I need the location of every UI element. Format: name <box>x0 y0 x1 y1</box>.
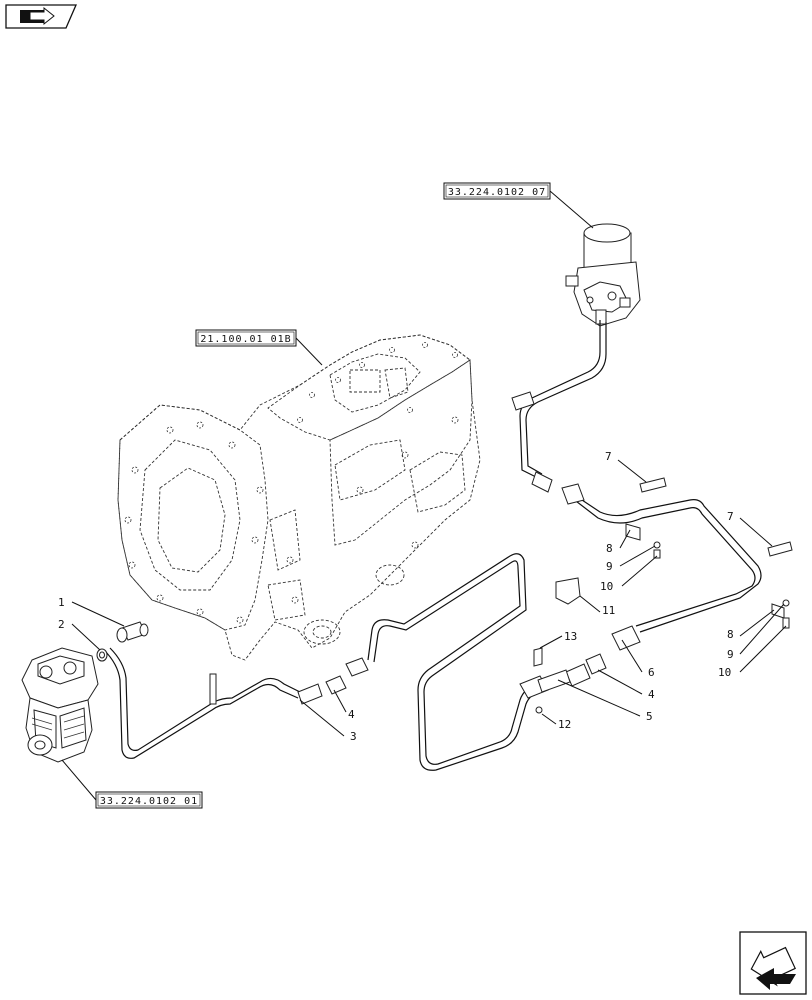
book-arrow-icon[interactable] <box>5 4 77 29</box>
callout-4a: 4 <box>348 708 355 721</box>
callout-9a: 9 <box>606 560 613 573</box>
callouts: 1 2 3 4 4 5 6 7 7 8 8 9 9 10 10 11 12 <box>58 450 787 743</box>
ref-label-housing: 21.100.01 01B <box>200 334 291 345</box>
ref-box-housing[interactable]: 21.100.01 01B <box>195 329 297 347</box>
callout-4b: 4 <box>648 688 655 701</box>
callout-1: 1 <box>58 596 65 609</box>
ref-label-compressor: 33.224.0102 01 <box>100 796 198 807</box>
air-line-compressor <box>103 647 301 759</box>
callout-7a: 7 <box>605 450 612 463</box>
callout-13: 13 <box>564 630 577 643</box>
callout-12: 12 <box>558 718 571 731</box>
ref-box-dryer[interactable]: 33.224.0102 07 <box>443 182 551 200</box>
callout-7b: 7 <box>727 510 734 523</box>
callout-10a: 10 <box>600 580 613 593</box>
fittings <box>96 477 793 714</box>
callout-2: 2 <box>58 618 65 631</box>
air-compressor <box>21 647 99 763</box>
air-line-dryer-to-fitting <box>511 320 607 493</box>
air-line-loop <box>367 553 541 771</box>
callout-3: 3 <box>350 730 357 743</box>
return-arrow-icon[interactable] <box>739 931 807 995</box>
callout-6: 6 <box>648 666 655 679</box>
callout-8a: 8 <box>606 542 613 555</box>
callout-9b: 9 <box>727 648 734 661</box>
callout-11: 11 <box>602 604 615 617</box>
callout-5: 5 <box>646 710 653 723</box>
ref-box-compressor[interactable]: 33.224.0102 01 <box>95 791 203 809</box>
ref-label-dryer: 33.224.0102 07 <box>448 187 546 198</box>
transmission-housing <box>117 334 481 661</box>
air-dryer <box>565 223 641 327</box>
callout-8b: 8 <box>727 628 734 641</box>
air-line-main <box>561 483 762 651</box>
callout-10b: 10 <box>718 666 731 679</box>
